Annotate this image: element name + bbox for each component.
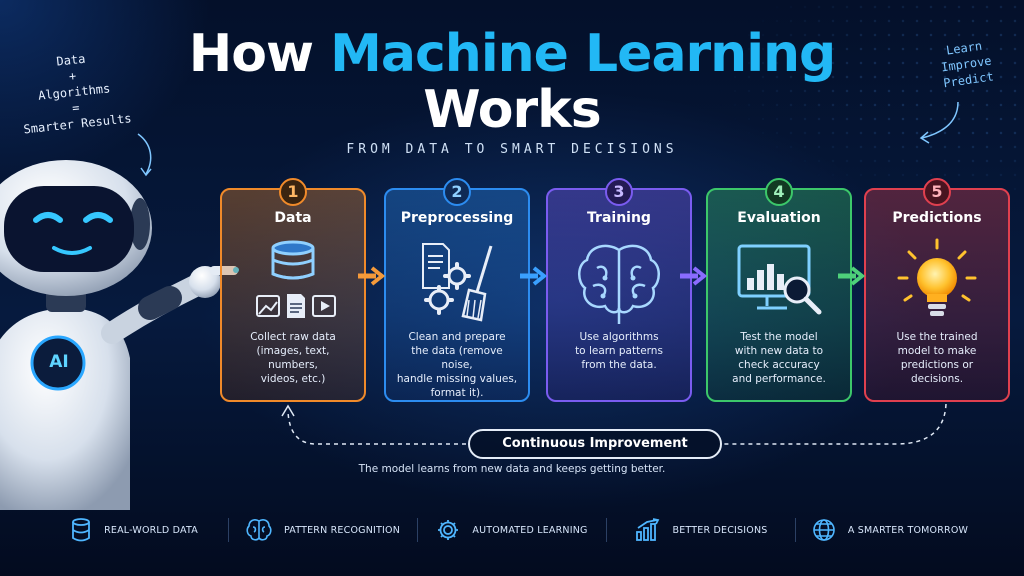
title-part-works: Works bbox=[423, 80, 601, 140]
globe-icon bbox=[813, 519, 835, 541]
step-card-preprocessing: 2 Preprocessing Clean and prepare the da… bbox=[384, 178, 530, 402]
footer-bar: REAL-WORLD DATA PATTERN RECOGNITION AUTO… bbox=[40, 508, 984, 552]
footer-item: BETTER DECISIONS bbox=[606, 518, 795, 542]
footer-label: A SMARTER TOMORROW bbox=[847, 524, 969, 536]
arrow-right-icon bbox=[358, 266, 386, 286]
step-title: Preprocessing bbox=[400, 210, 514, 226]
step-description: Use the trained model to make prediction… bbox=[896, 331, 978, 385]
continuous-improvement-label: Continuous Improvement bbox=[468, 429, 722, 459]
note-right-arrow-icon bbox=[919, 101, 959, 144]
step-number-badge: 2 bbox=[443, 178, 471, 206]
footer-item: REAL-WORLD DATA bbox=[40, 518, 228, 542]
feedback-loop-arrow bbox=[281, 404, 947, 445]
footer-label: AUTOMATED LEARNING bbox=[472, 524, 588, 536]
footer-item: AUTOMATED LEARNING bbox=[417, 518, 606, 542]
step-description: Clean and prepare the data (remove noise… bbox=[396, 331, 518, 399]
continuous-improvement-description: The model learns from new data and keeps… bbox=[358, 463, 666, 475]
step-card-training: 3 Training Use algorithms to learn patte… bbox=[546, 178, 692, 402]
step-card-evaluation: 4 Evaluation Test the model with new dat… bbox=[706, 178, 852, 402]
note-data-algorithms: Data + Algorithms = Smarter Results bbox=[16, 47, 132, 138]
robot-illustration bbox=[0, 160, 239, 510]
step-number-badge: 4 bbox=[765, 178, 793, 206]
monitor-chart-icon bbox=[708, 238, 850, 328]
footer-label: BETTER DECISIONS bbox=[672, 524, 768, 536]
step-description: Test the model with new data to check ac… bbox=[732, 331, 826, 385]
note-left-arrow-icon bbox=[137, 133, 152, 177]
database-icon bbox=[222, 238, 364, 328]
step-card-predictions: 5 Predictions Use the trained model to m… bbox=[864, 178, 1010, 402]
step-description: Collect raw data (images, text, numbers,… bbox=[250, 331, 336, 385]
brain-icon bbox=[548, 238, 690, 328]
step-title: Evaluation bbox=[737, 210, 821, 226]
title-part-ml: Machine Learning bbox=[330, 24, 836, 84]
note-learn-improve-predict: Learn Improve Predict bbox=[938, 37, 995, 92]
step-title: Predictions bbox=[892, 210, 982, 226]
robot-chest-label: AI bbox=[49, 352, 69, 372]
footer-item: PATTERN RECOGNITION bbox=[228, 518, 417, 542]
step-number-badge: 5 bbox=[923, 178, 951, 206]
step-description: Use algorithms to learn patterns from th… bbox=[575, 331, 663, 371]
footer-item: A SMARTER TOMORROW bbox=[795, 518, 984, 542]
step-title: Training bbox=[587, 210, 651, 226]
brain-icon bbox=[246, 519, 272, 541]
gear-icon bbox=[438, 520, 459, 540]
arrow-right-icon bbox=[520, 266, 548, 286]
bar-chart-icon bbox=[635, 518, 659, 541]
step-title: Data bbox=[274, 210, 312, 226]
gears-broom-icon bbox=[386, 238, 528, 328]
arrow-right-icon bbox=[838, 266, 866, 286]
page-title: How Machine Learning Works bbox=[0, 26, 1024, 138]
footer-label: REAL-WORLD DATA bbox=[104, 524, 198, 536]
footer-label: PATTERN RECOGNITION bbox=[283, 524, 401, 536]
database-icon bbox=[72, 518, 90, 542]
arrow-right-icon bbox=[680, 266, 708, 286]
subtitle: FROM DATA TO SMART DECISIONS bbox=[346, 142, 678, 157]
lightbulb-icon bbox=[866, 238, 1008, 328]
step-number-badge: 1 bbox=[279, 178, 307, 206]
step-card-data: 1 Data Collect raw data (images, text, n… bbox=[220, 178, 366, 402]
step-number-badge: 3 bbox=[605, 178, 633, 206]
title-part-how: How bbox=[188, 24, 314, 84]
